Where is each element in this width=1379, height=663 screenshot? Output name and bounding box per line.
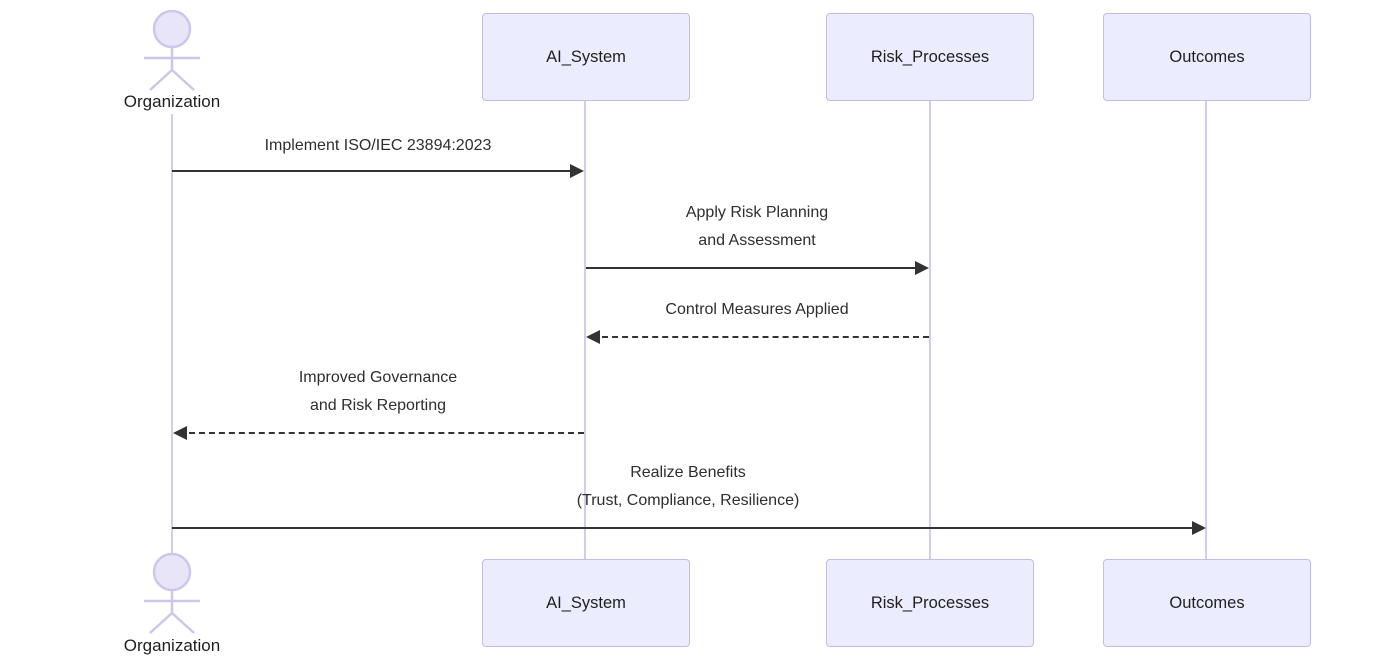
message-line <box>189 432 584 434</box>
message-label: Improved Governance and Risk Reporting <box>298 369 458 414</box>
message-label: Realize Benefits (Trust, Compliance, Res… <box>576 464 800 509</box>
message-line <box>602 336 929 338</box>
message-label: Control Measures Applied <box>665 301 849 318</box>
participant-ai-system-top: AI_System <box>482 13 690 101</box>
message-label: Apply Risk Planning and Assessment <box>685 204 829 249</box>
arrowhead-right-icon <box>570 164 584 178</box>
message-line <box>172 527 1192 529</box>
lifeline-ai-system <box>584 101 586 559</box>
lifeline-organization <box>171 114 173 553</box>
participant-label: Risk_Processes <box>870 47 990 66</box>
participant-label: Outcomes <box>1169 47 1245 66</box>
participant-ai-system-bottom: AI_System <box>482 559 690 647</box>
arrowhead-left-icon <box>173 426 187 440</box>
lifeline-risk-processes <box>929 101 931 559</box>
participant-risk-processes-top: Risk_Processes <box>826 13 1034 101</box>
participant-label: Outcomes <box>1169 593 1245 612</box>
arrowhead-right-icon <box>1192 521 1206 535</box>
message-line <box>586 267 917 269</box>
actor-figure-icon <box>144 10 200 91</box>
message-line <box>172 170 572 172</box>
participant-outcomes-top: Outcomes <box>1103 13 1311 101</box>
participant-label: AI_System <box>546 47 626 66</box>
arrowhead-right-icon <box>915 261 929 275</box>
participant-label: Risk_Processes <box>870 593 990 612</box>
actor-label-organization-bottom: Organization <box>123 636 221 655</box>
participant-outcomes-bottom: Outcomes <box>1103 559 1311 647</box>
lifeline-outcomes <box>1205 101 1207 559</box>
actor-label-organization-top: Organization <box>123 92 221 111</box>
actor-figure-icon <box>144 553 200 634</box>
arrowhead-left-icon <box>586 330 600 344</box>
participant-label: AI_System <box>546 593 626 612</box>
participant-risk-processes-bottom: Risk_Processes <box>826 559 1034 647</box>
message-label: Implement ISO/IEC 23894:2023 <box>264 137 492 154</box>
